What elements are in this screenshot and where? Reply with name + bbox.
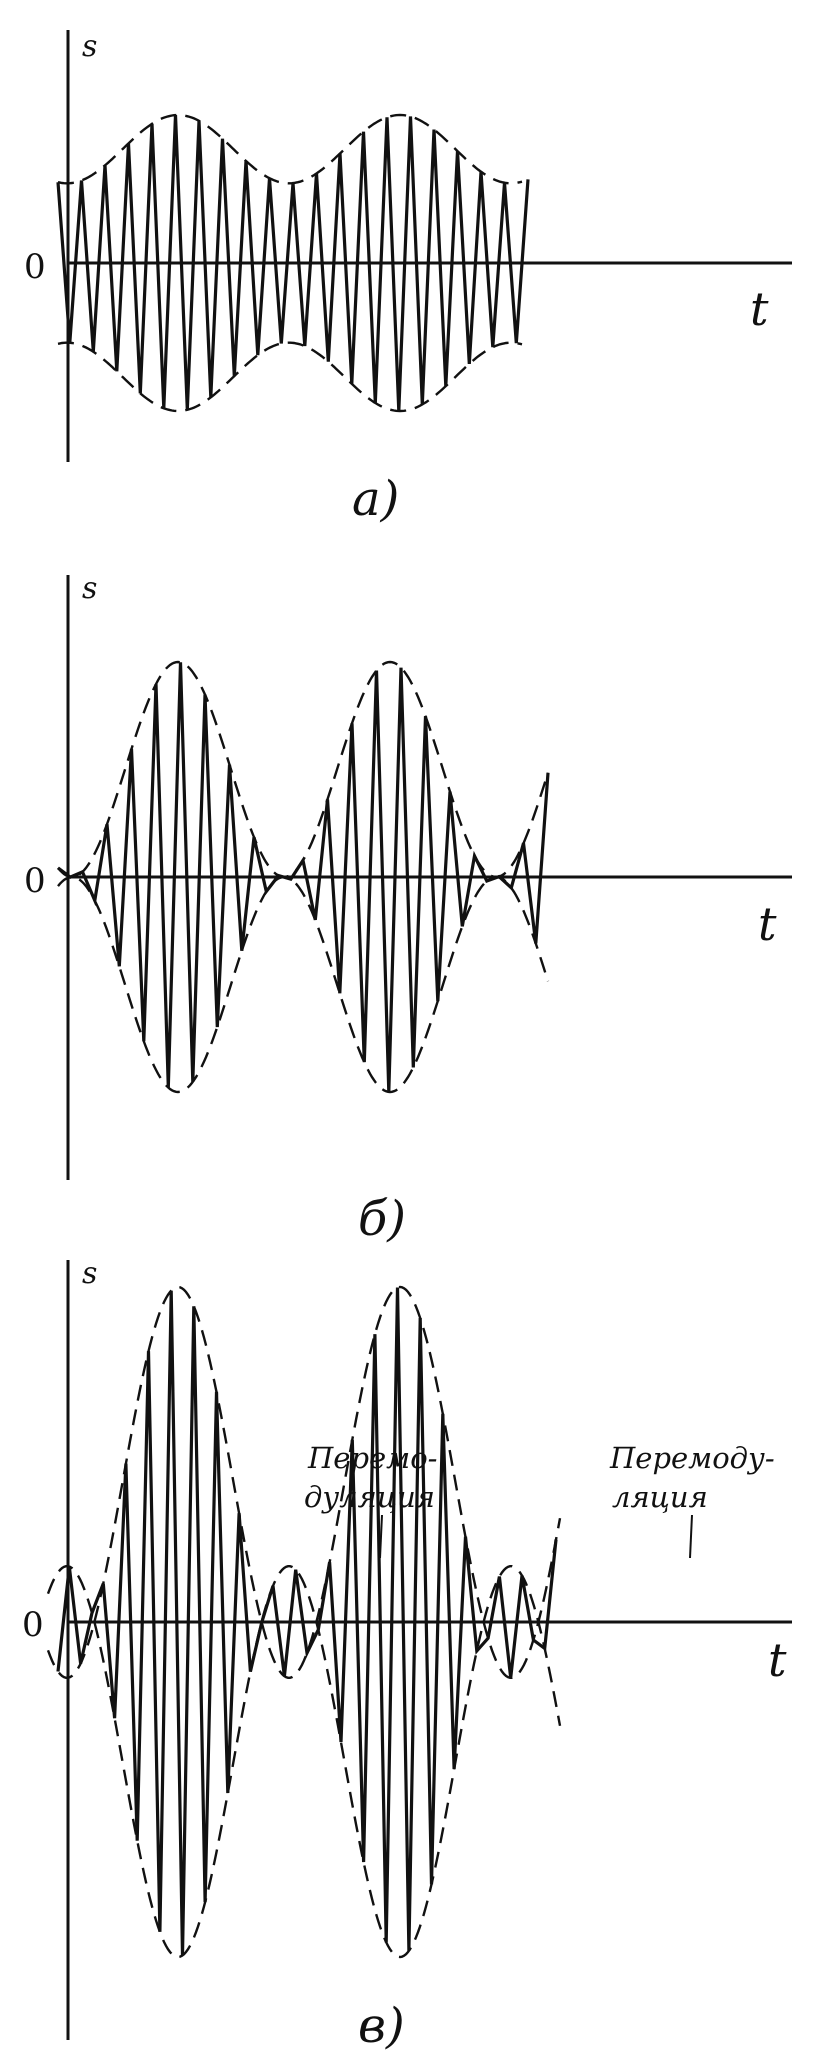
modulated-carrier — [57, 662, 550, 1092]
upper-envelope — [57, 113, 523, 185]
x-axis-label: t — [768, 1633, 787, 1687]
y-axis-label: s — [82, 29, 97, 64]
origin-label: 0 — [22, 1605, 44, 1645]
panel-a: s 0 t a) — [24, 29, 792, 527]
overmodulation-note-1: Перемо- дуляция — [304, 1441, 437, 1559]
upper-envelope — [46, 1285, 562, 1679]
panel-caption: a) — [352, 471, 399, 527]
overmodulation-note-line-2: дуляция — [304, 1480, 435, 1514]
overmodulation-note-line-1: Перемо- — [307, 1441, 437, 1475]
panel-caption: в) — [358, 1998, 405, 2054]
overmodulation-note-line-2: ляция — [612, 1480, 708, 1514]
overmodulation-pointer — [379, 1514, 383, 1559]
overmodulation-pointer — [689, 1514, 693, 1559]
panel-b: s 0 t б) — [24, 571, 792, 1247]
x-axis-label: t — [758, 897, 777, 951]
origin-label: 0 — [24, 861, 46, 901]
y-axis-label: s — [82, 571, 97, 606]
modulated-carrier — [56, 115, 530, 412]
y-axis-label: s — [82, 1256, 97, 1291]
overmodulation-note-2: Перемоду- ляция — [609, 1441, 775, 1559]
panel-v: s 0 t Перемо- дуляция Перемоду- ляция в) — [22, 1256, 792, 2054]
origin-label: 0 — [24, 247, 46, 287]
overmodulation-note-line-1: Перемоду- — [609, 1441, 775, 1475]
lower-envelope — [46, 1565, 562, 1959]
panel-caption: б) — [358, 1191, 406, 1247]
modulated-carrier — [56, 1287, 558, 1956]
x-axis-label: t — [750, 282, 769, 336]
lower-envelope — [57, 341, 523, 413]
lower-envelope — [57, 875, 550, 1094]
